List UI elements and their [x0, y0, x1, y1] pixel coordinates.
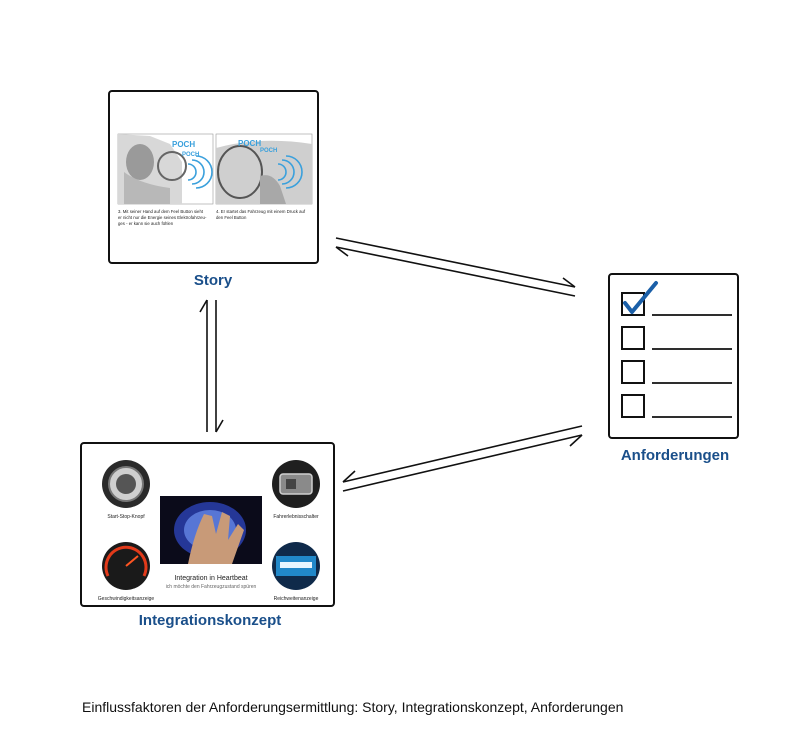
- arrow-story-integration: [199, 299, 224, 433]
- integration-illustration: Start-Stop-Knopf Fahrerlebnisschalter Ge…: [98, 460, 320, 602]
- range-display-icon: [272, 542, 320, 590]
- story-label: Story: [193, 272, 233, 289]
- arrow-story-to-requirements: [335, 237, 576, 297]
- story-panel-2-poch-big: POCH: [238, 139, 261, 148]
- checkbox-icon: [621, 326, 645, 350]
- story-panel-1-caption-1: 3. Mit seiner Hand auf dem Feel Button s…: [118, 209, 204, 214]
- range-display-label: Reichweitenanzeige: [274, 596, 319, 602]
- story-box: POCH POCH POCH POCH 3. Mit seiner Hand a…: [108, 90, 319, 264]
- integration-label: Integrationskonzept: [138, 612, 282, 629]
- integration-center-subtitle: ich möchte den Fahrzeugzustand spüren: [166, 584, 257, 590]
- story-illustration: POCH POCH POCH POCH 3. Mit seiner Hand a…: [117, 133, 313, 226]
- checklist-row: [621, 281, 732, 316]
- checklist-row: [621, 326, 732, 350]
- story-panel-2: [215, 133, 313, 205]
- figure-caption: Einflussfaktoren der Anforderungsermittl…: [82, 699, 624, 715]
- driving-mode-switch-icon: [272, 460, 320, 508]
- heartbeat-hand-image: [160, 496, 262, 564]
- story-panel-1-caption-3: ges - er kann sie auch fühlen: [118, 221, 174, 226]
- arrow-requirements-to-integration: [342, 425, 583, 492]
- integration-center-title: Integration in Heartbeat: [174, 575, 247, 582]
- checkbox-icon: [621, 360, 645, 384]
- checklist-row: [621, 360, 732, 384]
- speedometer-label: Geschwindigkeitsanzeige: [98, 596, 155, 602]
- checkbox-icon: [621, 394, 645, 418]
- speedometer-icon: [102, 542, 150, 590]
- checklist-row: [621, 394, 732, 418]
- story-panel-2-poch-small: POCH: [260, 148, 277, 154]
- story-panel-2-caption-2: den Feel Button: [216, 215, 247, 220]
- story-panel-1: [117, 133, 214, 205]
- story-panel-1-poch-small: POCH: [182, 152, 199, 158]
- requirements-box: [608, 273, 739, 439]
- integration-box: Start-Stop-Knopf Fahrerlebnisschalter Ge…: [80, 442, 335, 607]
- driving-mode-label: Fahrerlebnisschalter: [273, 514, 319, 520]
- start-stop-knob-icon: [102, 460, 150, 508]
- checkmark-icon: [623, 281, 658, 314]
- start-stop-label: Start-Stop-Knopf: [107, 514, 145, 520]
- requirements-label: Anforderungen: [620, 447, 730, 464]
- story-panel-1-poch-big: POCH: [172, 140, 195, 149]
- story-panel-2-caption-1: 4. Er startet das Fahrzeug mit einem Dru…: [216, 209, 306, 214]
- story-panel-1-caption-2: er nicht nur die Energie seines Elektrof…: [118, 215, 207, 220]
- checkbox-icon: [621, 292, 645, 316]
- requirements-checklist: [621, 281, 732, 418]
